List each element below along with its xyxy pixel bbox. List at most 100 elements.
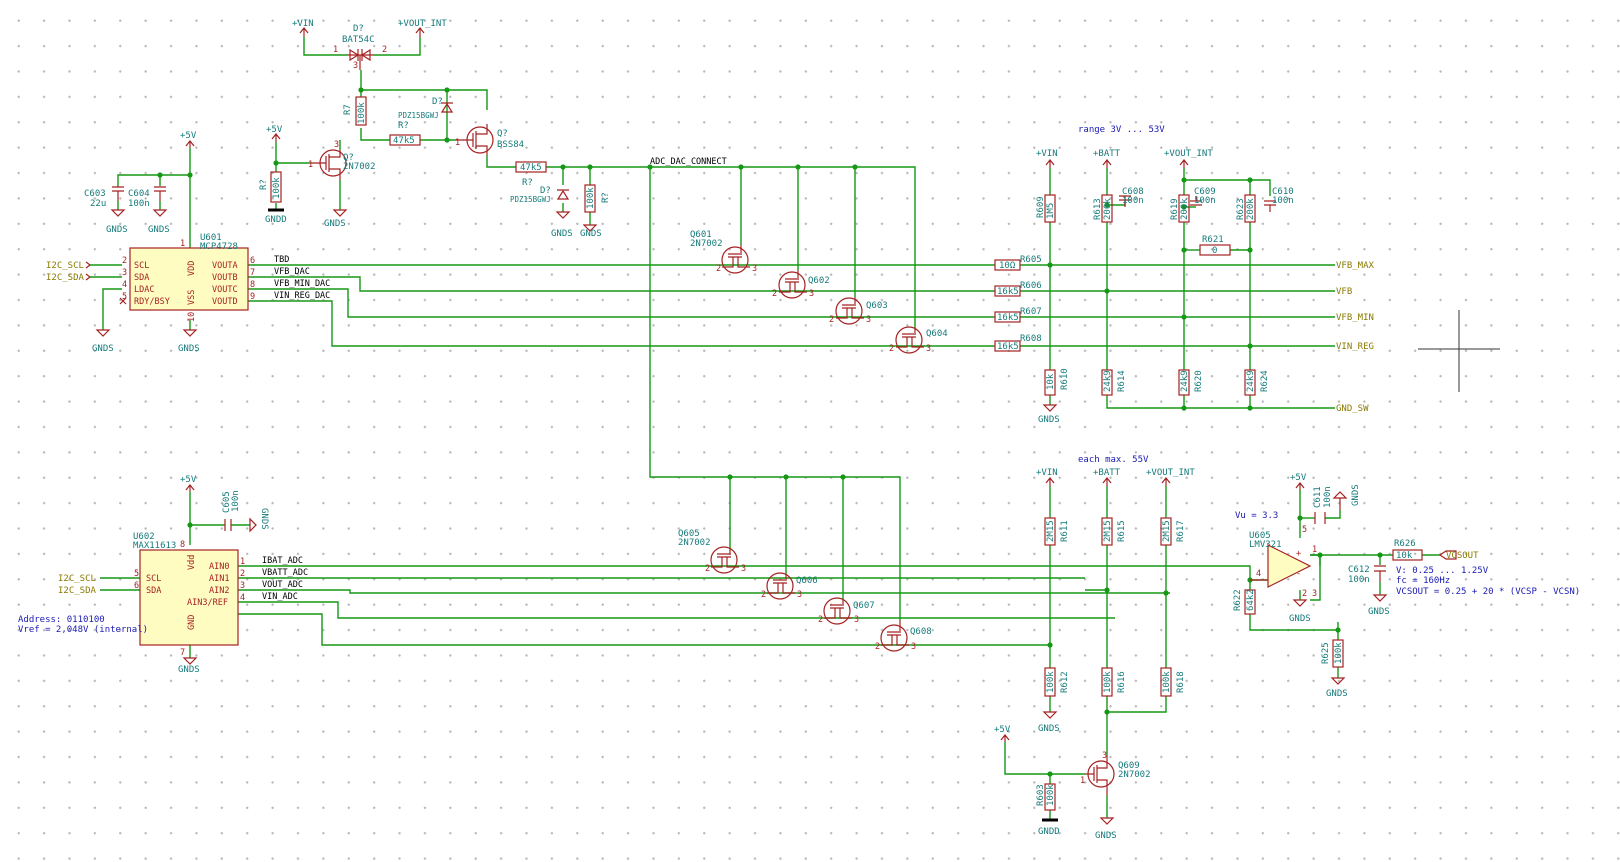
pin-num: 3 <box>334 140 339 150</box>
cap-value: 100n <box>1122 196 1144 206</box>
mosfet-q603: Q603 2 3 <box>829 297 888 325</box>
note-address: Address: 0110100 <box>18 615 105 625</box>
gnd-gnds-16: GNDS <box>1332 484 1361 510</box>
resistor-ref: R626 <box>1394 539 1416 549</box>
resistor-value: 10k <box>1396 551 1413 561</box>
resistor-ref: R617 <box>1176 520 1186 542</box>
resistor-ref: R612 <box>1060 671 1070 693</box>
net-label: VOUT_ADC <box>262 580 303 590</box>
resistor-r626: 10k R626 <box>1392 539 1423 561</box>
opamp-ref: U605 <box>1249 531 1271 541</box>
pin-num: 3 <box>809 289 814 299</box>
resistor-r612: 100k R612 <box>1044 667 1070 697</box>
global-label: VFB <box>1336 287 1352 297</box>
pin-num: 2 <box>240 569 245 579</box>
mosfet-q608: Q608 2 3 <box>875 620 932 652</box>
resistor-ref: R7 <box>343 104 353 115</box>
resistor-ref: R603 <box>1036 784 1046 806</box>
pin-num: 2 <box>889 344 894 354</box>
chip-pin-label: GND <box>187 615 197 630</box>
pwr-label: +VOUT_INT <box>1164 149 1213 159</box>
chip-pin-label: SCL <box>146 574 161 584</box>
resistor-ref: R? <box>601 192 611 203</box>
pin-num: 10 <box>187 312 197 322</box>
pin-num: 1 <box>240 557 245 567</box>
junctions <box>157 87 1383 777</box>
pin-num: 3 <box>240 581 245 591</box>
pin-num: 2 <box>382 45 387 55</box>
resistor-ref: R621 <box>1202 235 1224 245</box>
chip-pin-label: VOUTC <box>212 285 238 295</box>
pwr-label: +BATT <box>1093 149 1121 159</box>
resistor-ref: R606 <box>1020 281 1042 291</box>
resistor-ref: R607 <box>1020 307 1042 317</box>
global-label: I2C_SCL <box>46 261 84 271</box>
pin-num: 8 <box>180 540 185 550</box>
gnd-gnds-6: GNDS <box>92 329 114 354</box>
pin-num: 4 <box>240 593 245 603</box>
pwr-label: +BATT <box>1093 468 1121 478</box>
gnd-label: GNDS <box>178 344 200 354</box>
resistor-100k-left: 100k R? <box>259 171 282 203</box>
pin-num: 1 <box>333 45 338 55</box>
note-range: range 3V ... 53V <box>1078 125 1165 135</box>
pin-num: 6 <box>134 581 139 591</box>
chip-pin-label: VDD <box>187 261 197 276</box>
pin-num: 1 <box>455 138 460 148</box>
opamp-value: LMV321 <box>1249 540 1282 550</box>
pin-num: 2 <box>818 615 823 625</box>
cap-c604: C604 100n <box>128 186 166 209</box>
chip-pin-label: SCL <box>134 261 149 271</box>
fet-ref: Q609 <box>1118 761 1140 771</box>
resistor-value: 200k <box>1246 198 1256 220</box>
pin-num: 3 <box>122 268 127 278</box>
gnd-label: GNDD <box>1038 827 1060 837</box>
zener-d-top: D? PDZ15BGWJ <box>398 97 454 120</box>
resistor-47k5-b: 47k5 R? <box>515 161 547 188</box>
net-labels-dac: TBD VFB_DAC VFB_MIN_DAC VIN_REG_DAC ADC_… <box>274 157 727 301</box>
resistor-value: 10Ω <box>999 261 1016 271</box>
gnd-label: GNDS <box>259 508 269 530</box>
global-label-vcsout: VCSOUT <box>1438 550 1479 561</box>
mosfet-q605: Q605 2N7002 2 3 <box>678 529 746 574</box>
pin-num: 3 <box>1312 589 1317 599</box>
global-label: VCSOUT <box>1446 551 1479 561</box>
gnd-gnds-15: GNDS <box>1326 677 1348 699</box>
gnd-gnds-7: GNDS <box>178 329 200 354</box>
chip-pin-label: Vdd <box>187 555 197 570</box>
pwr-5v-b: +5V <box>180 131 197 148</box>
chip-ref: U602 <box>133 532 155 542</box>
cap-ref: C610 <box>1272 187 1294 197</box>
note-vu: Vu = 3.3 <box>1235 511 1278 521</box>
pwr-label: +VIN <box>1036 468 1058 478</box>
global-labels-left-2: I2C_SCL I2C_SDA <box>58 574 97 596</box>
power-symbols: +VIN +VOUT_INT +5V +5V +5V +5V +5V +VIN … <box>92 19 1390 841</box>
resistor-value: 100k <box>1046 671 1056 693</box>
pwr-batt-2: +BATT <box>1093 468 1121 486</box>
resistor-47k5-a: R? 47k5 <box>389 121 421 146</box>
gnd-gnds-4: GNDS <box>106 209 128 235</box>
pin-num: 9 <box>250 292 255 302</box>
gnd-gndd-2: GNDD <box>1038 818 1060 837</box>
pin-num: 1 <box>180 239 185 249</box>
resistor-value: 100k <box>1334 642 1344 664</box>
resistor-value: 47k5 <box>520 163 542 173</box>
resistor-value: 2M15 <box>1103 520 1113 542</box>
resistor-ref: R623 <box>1236 198 1246 220</box>
pin-num: 5 <box>134 569 139 579</box>
pin-num: 3 <box>1102 751 1107 761</box>
pin-num: 3 <box>752 264 757 274</box>
pin-num: 1 <box>1080 776 1085 786</box>
opamp-u605: + - U605 LMV321 1 3 4 5 2 <box>1249 525 1317 599</box>
cap-c605: C605 100n <box>222 490 241 531</box>
gnd-gnds-9: GNDS <box>178 657 200 675</box>
fet-ref: Q606 <box>796 576 818 586</box>
gnd-gnds-2: GNDS <box>551 211 573 239</box>
cap-value: 100n <box>231 490 241 512</box>
